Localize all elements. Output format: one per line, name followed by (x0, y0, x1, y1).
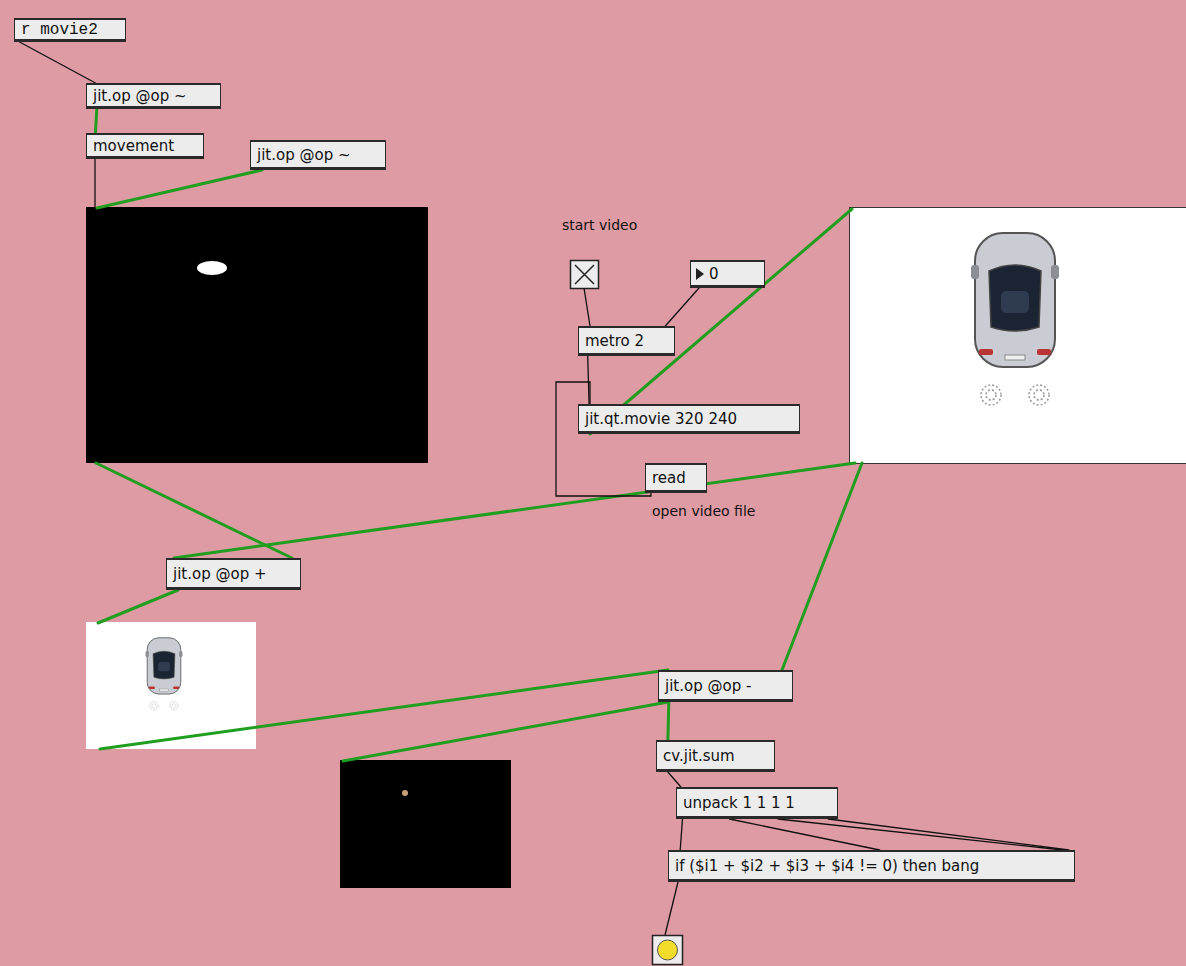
object-box: jit.op @op ~ (250, 140, 386, 170)
message-cord (556, 382, 651, 496)
object-text: jit.op @op ~ (257, 146, 351, 164)
object-box: jit.op @op + (166, 558, 301, 590)
message-cord (665, 288, 699, 326)
object-box: read (645, 463, 707, 493)
object-text: if ($i1 + $i2 + $i3 + $i4 != 0) then ban… (675, 857, 979, 875)
message-cord (20, 42, 96, 83)
message-cord (588, 356, 589, 404)
object-text: jit.qt.movie 320 240 (585, 410, 737, 428)
object-box: cv.jit.sum (656, 740, 775, 772)
object-text: metro 2 (585, 332, 644, 350)
message-cord (729, 819, 879, 850)
object-text: read (652, 469, 686, 487)
object-box: unpack 1 1 1 1 (676, 787, 838, 819)
message-cord (778, 819, 1063, 850)
number-box: 0 (690, 260, 765, 288)
object-text: jit.op @op - (665, 677, 751, 695)
message-cord (95, 158, 678, 935)
object-box: if ($i1 + $i2 + $i3 + $i4 != 0) then ban… (668, 850, 1075, 882)
object-box: movement (86, 133, 204, 159)
video-display (86, 207, 428, 463)
bang (653, 936, 683, 965)
matrix-cord (95, 109, 96, 133)
matrix-cord (96, 170, 862, 761)
object-text: jit.op @op ~ (93, 87, 187, 105)
object-text: r movie2 (21, 21, 98, 39)
object-box: r movie2 (14, 18, 126, 42)
video-display (340, 760, 511, 888)
object-text: 0 (709, 265, 719, 283)
video-display (850, 208, 1186, 464)
object-text: jit.op @op + (173, 565, 267, 583)
comment-label: start video (562, 217, 637, 233)
object-text: movement (93, 137, 174, 155)
object-box: metro 2 (578, 326, 675, 356)
matrix-cord (666, 702, 670, 740)
object-box: jit.op @op ~ (86, 83, 221, 109)
object-box: jit.qt.movie 320 240 (578, 404, 800, 434)
comment-label: open video file (652, 503, 755, 519)
message-cord (668, 772, 681, 787)
toggle (571, 261, 599, 289)
message-cord (680, 819, 682, 850)
object-text: cv.jit.sum (663, 747, 735, 765)
object-text: unpack 1 1 1 1 (683, 794, 795, 812)
message-cord (828, 819, 1069, 850)
object-box: jit.op @op - (658, 670, 793, 702)
